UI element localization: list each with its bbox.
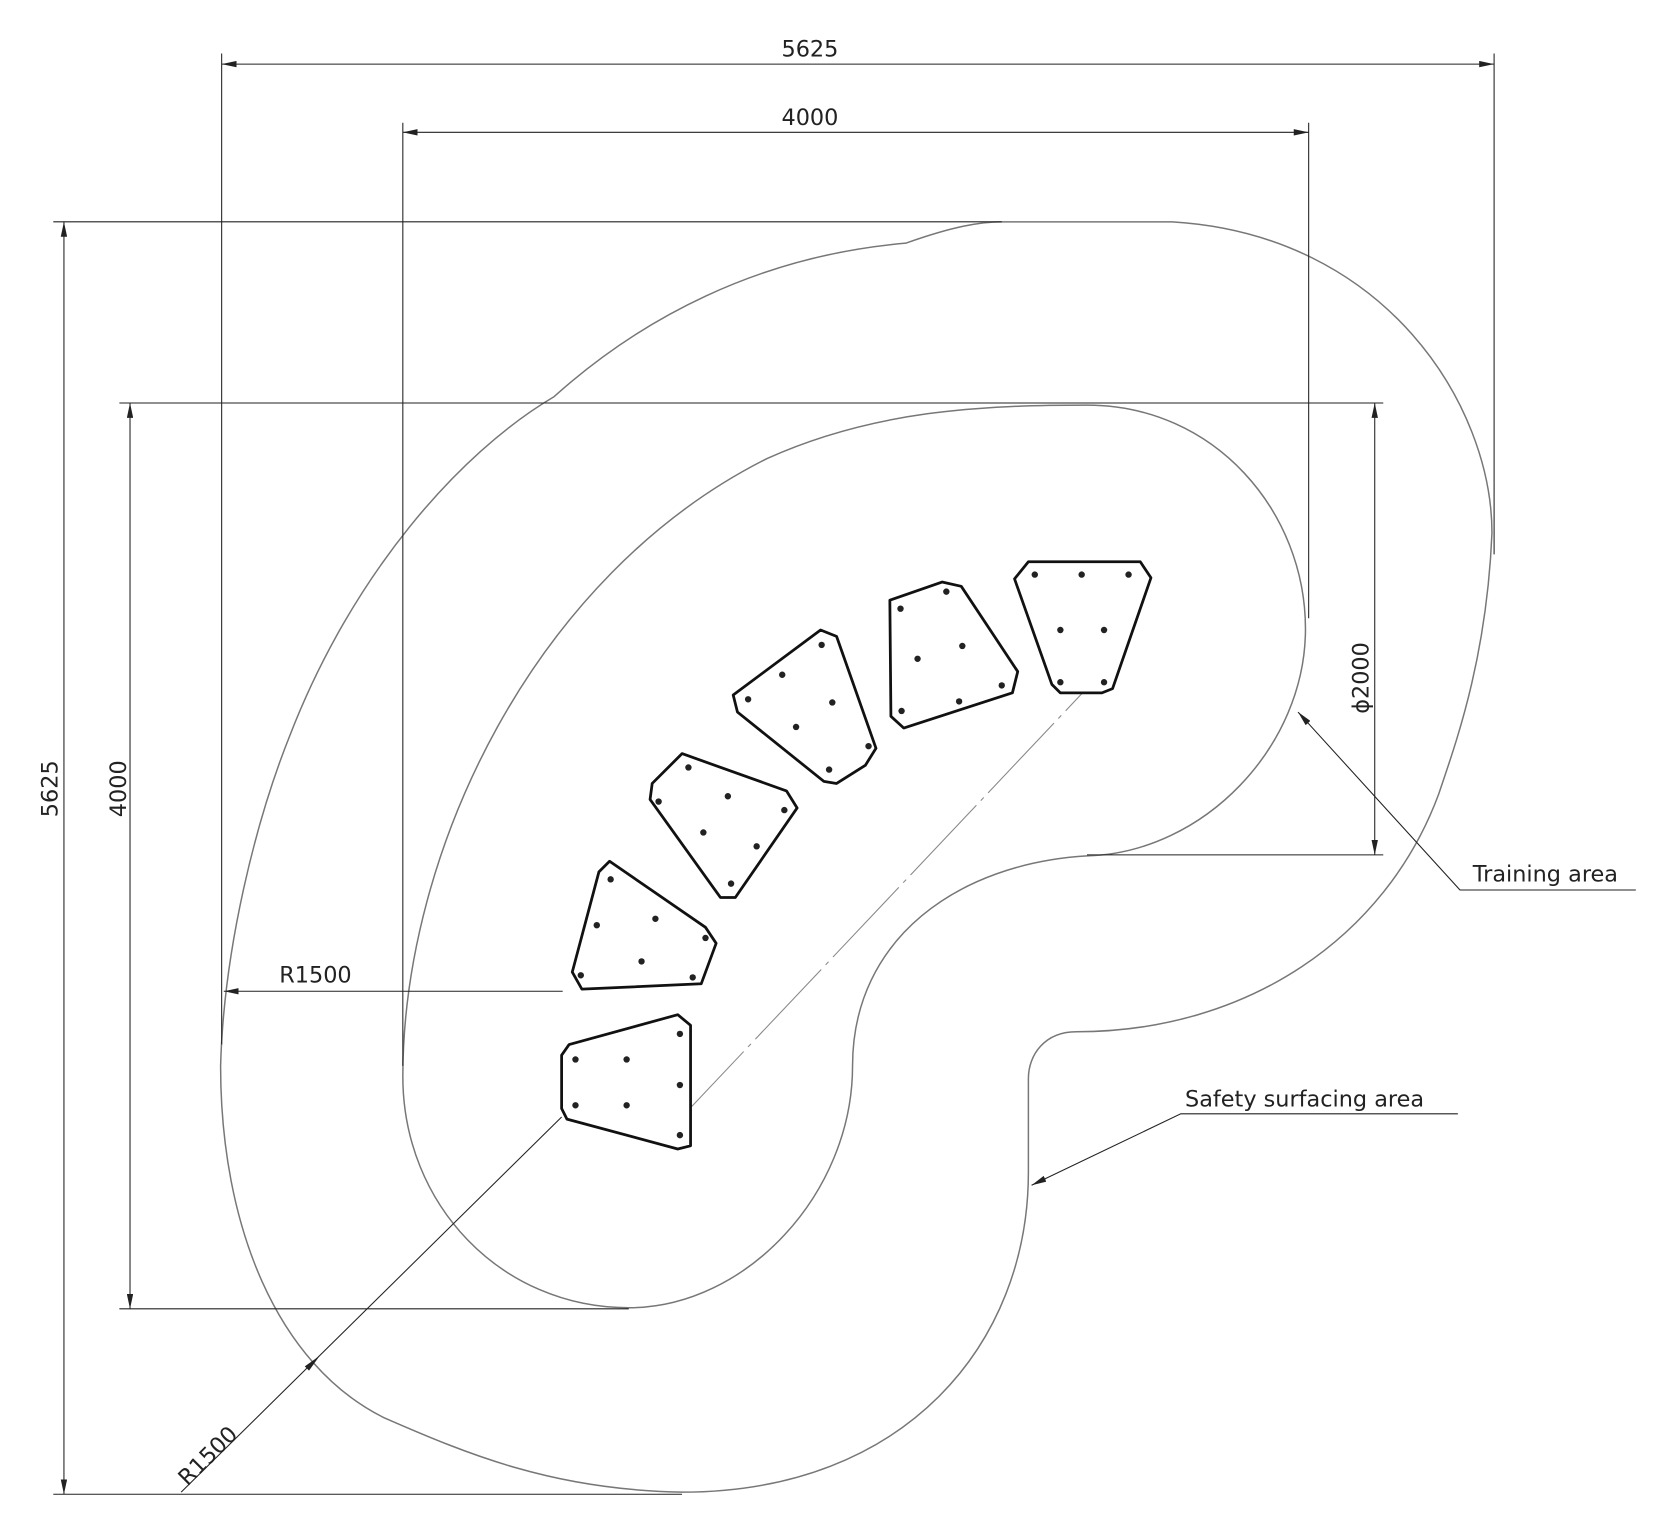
dim-top-inner: 4000	[781, 105, 838, 131]
dim-line-radius-diagonal	[180, 1116, 562, 1493]
dim-radius-left: R1500	[279, 963, 351, 989]
climbing-panel	[1013, 560, 1153, 695]
safety-area-leader	[1031, 1113, 1458, 1186]
climbing-panel	[560, 1013, 692, 1151]
climbing-panel	[648, 752, 799, 899]
dim-radius-diagonal: R1500	[173, 1421, 243, 1491]
dim-top-outer: 5625	[781, 37, 838, 63]
climbing-panel	[570, 859, 718, 991]
climbing-panel	[888, 580, 1020, 730]
extension-lines	[53, 53, 1495, 1495]
radius-arrow	[304, 1355, 320, 1371]
dim-left-inner: 4000	[106, 760, 132, 817]
training-area-label: Training area	[1472, 861, 1618, 887]
centerline	[677, 676, 1099, 1122]
dim-diameter: ϕ2000	[1348, 642, 1374, 714]
safety-surfacing-outline	[219, 221, 1493, 1493]
dim-left-outer: 5625	[38, 760, 64, 817]
climbing-panel	[731, 628, 878, 785]
training-area-leader	[1297, 711, 1636, 891]
training-area-outline	[402, 404, 1307, 1309]
safety-area-label: Safety surfacing area	[1185, 1086, 1424, 1112]
